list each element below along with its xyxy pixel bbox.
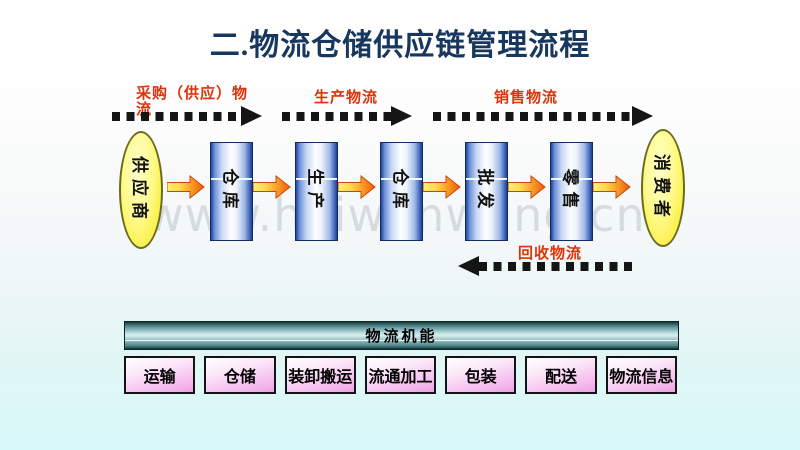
flow-arrow-icon [593, 175, 631, 199]
stage-label: 仓库 [390, 168, 409, 215]
dotted-line [479, 261, 634, 271]
flow-arrow-icon [423, 175, 461, 199]
reverse-logistics-label: 回收物流 [518, 246, 583, 262]
consumer-node: 消费者 [641, 129, 685, 247]
cylinder-highlight-line [296, 177, 337, 180]
supplier-node: 供应商 [119, 131, 163, 249]
consumer-label: 消费者 [651, 153, 671, 223]
function-box-packaging: 包装 [445, 356, 517, 394]
arrowhead-left-icon [458, 256, 479, 276]
cylinder-highlight-line [211, 177, 252, 180]
flow-arrow-icon [338, 175, 376, 199]
functions-header-label: 物流机能 [365, 329, 438, 345]
function-box-warehousing: 仓储 [204, 356, 276, 394]
dotted-line [433, 111, 632, 121]
stage-cylinder-warehouse-2: 仓库 [380, 142, 423, 241]
stage-label: 零售 [560, 168, 579, 215]
bar-highlight-line [125, 340, 678, 342]
cylinder-highlight-line [551, 177, 592, 180]
sales-logistics-label: 销售物流 [494, 90, 559, 106]
arrowhead-right-icon [241, 106, 262, 126]
stage-label: 批发 [475, 168, 494, 215]
dotted-arrow-production-icon [282, 106, 412, 126]
flow-arrow-icon [508, 175, 546, 199]
flow-arrow-icon [253, 175, 291, 199]
dotted-arrow-procurement-icon [112, 106, 262, 126]
arrowhead-right-icon [391, 106, 412, 126]
function-box-delivery: 配送 [525, 356, 597, 394]
dotted-arrow-reverse-icon [458, 256, 634, 276]
dotted-line [112, 111, 241, 121]
cylinder-highlight-line [381, 177, 422, 180]
functions-row: 运输 仓储 装卸搬运 流通加工 包装 配送 物流信息 [124, 356, 677, 394]
functions-header-bar: 物流机能 [124, 321, 679, 350]
function-box-handling: 装卸搬运 [284, 356, 356, 394]
function-box-information: 物流信息 [605, 356, 677, 394]
slide-title: 二.物流仓储供应链管理流程 [209, 29, 591, 62]
stage-cylinder-retail: 零售 [550, 142, 593, 241]
stage-cylinder-production: 生产 [295, 142, 338, 241]
arrowhead-right-icon [632, 106, 653, 126]
function-box-transport: 运输 [124, 356, 196, 394]
supplier-label: 供应商 [129, 155, 149, 225]
cylinder-highlight-line [466, 177, 507, 180]
stage-label: 仓库 [220, 168, 239, 215]
function-box-processing: 流通加工 [364, 356, 437, 394]
flow-arrow-icon [167, 175, 205, 199]
production-logistics-label: 生产物流 [314, 90, 379, 106]
stage-cylinder-wholesale: 批发 [465, 142, 508, 241]
stage-label: 生产 [305, 168, 324, 215]
dotted-line [282, 111, 391, 121]
stage-cylinder-warehouse-1: 仓库 [210, 142, 253, 241]
dotted-arrow-sales-icon [433, 106, 653, 126]
